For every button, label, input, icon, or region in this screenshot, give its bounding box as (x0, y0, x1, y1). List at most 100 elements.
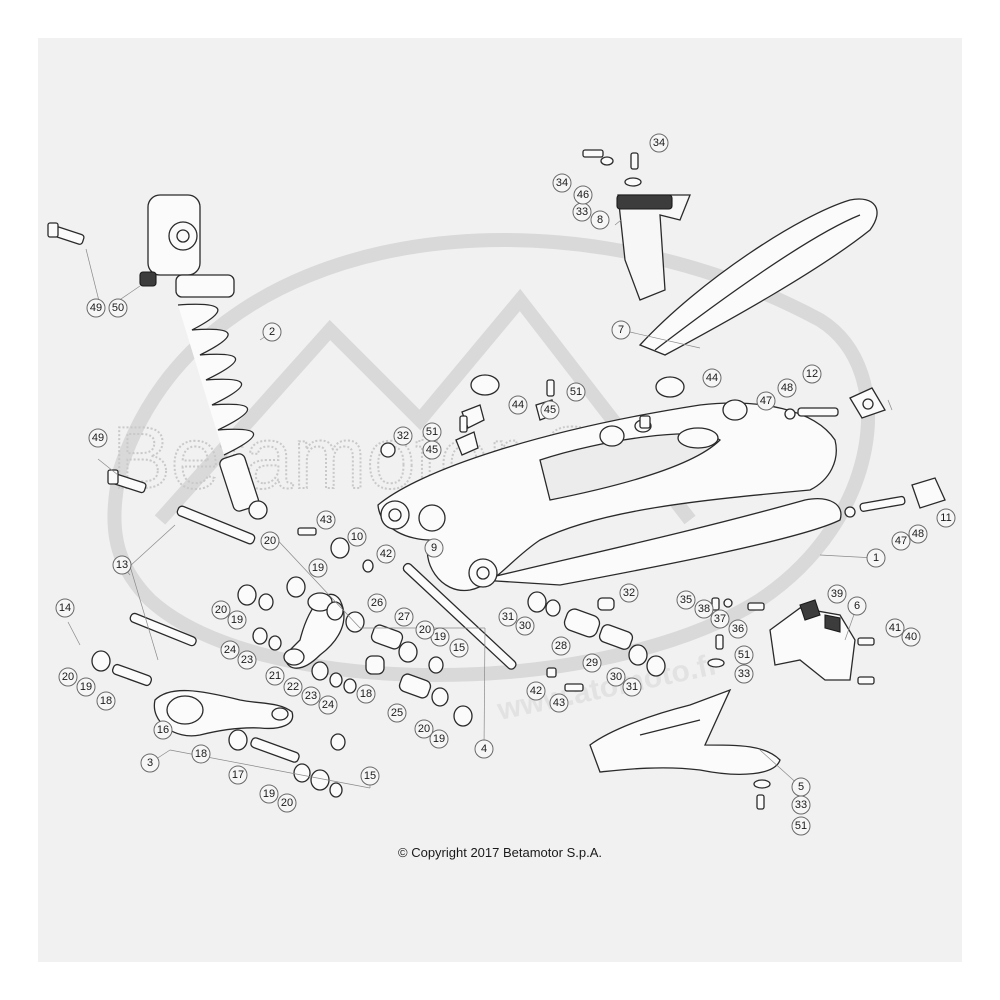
spindles (129, 505, 517, 670)
svg-text:46: 46 (577, 189, 589, 201)
svg-text:19: 19 (312, 562, 324, 574)
watermark-mountain (154, 288, 696, 525)
shock-absorber (139, 194, 268, 520)
callout-2: 2 (262, 322, 282, 342)
callout-8: 8 (590, 210, 610, 230)
callout-14: 14 (55, 598, 75, 618)
callout-51-c: 51 (734, 645, 754, 665)
svg-text:14: 14 (59, 602, 71, 614)
svg-text:30: 30 (610, 671, 622, 683)
callout-39: 39 (827, 584, 847, 604)
svg-text:24: 24 (322, 699, 334, 711)
svg-text:29: 29 (586, 657, 598, 669)
callout-35: 35 (676, 590, 696, 610)
callout-17: 17 (228, 765, 248, 785)
callout-9: 9 (424, 538, 444, 558)
callout-4: 4 (474, 739, 494, 759)
copyright-notice: © Copyright 2017 Betamotor S.p.A. (398, 845, 602, 860)
guide-fasteners (707, 597, 875, 810)
svg-text:35: 35 (680, 594, 692, 606)
callout-24-a: 24 (220, 640, 240, 660)
svg-text:7: 7 (618, 324, 624, 336)
svg-text:19: 19 (263, 788, 275, 800)
svg-text:49: 49 (92, 432, 104, 444)
svg-text:23: 23 (305, 690, 317, 702)
callout-7: 7 (611, 320, 631, 340)
callout-47-a: 47 (756, 391, 776, 411)
callout-28: 28 (551, 636, 571, 656)
svg-text:37: 37 (714, 613, 726, 625)
svg-text:45: 45 (426, 444, 438, 456)
callout-45-a: 45 (540, 400, 560, 420)
svg-text:44: 44 (512, 399, 524, 411)
callout-19-f: 19 (429, 729, 449, 749)
svg-text:20: 20 (264, 535, 276, 547)
svg-text:17: 17 (232, 769, 244, 781)
svg-text:49: 49 (90, 302, 102, 314)
callout-31-a: 31 (498, 607, 518, 627)
callout-27: 27 (394, 607, 414, 627)
svg-text:18: 18 (195, 748, 207, 760)
svg-text:34: 34 (556, 177, 568, 189)
svg-text:51: 51 (738, 649, 750, 661)
svg-text:47: 47 (895, 535, 907, 547)
callout-21: 21 (265, 666, 285, 686)
svg-text:19: 19 (433, 733, 445, 745)
svg-text:44: 44 (706, 372, 718, 384)
svg-text:30: 30 (519, 620, 531, 632)
callout-40: 40 (901, 627, 921, 647)
svg-text:50: 50 (112, 302, 124, 314)
callout-42-b: 42 (526, 681, 546, 701)
svg-text:24: 24 (224, 644, 236, 656)
linkage-connecting-rod (153, 689, 294, 737)
svg-text:4: 4 (481, 743, 487, 755)
svg-text:20: 20 (419, 624, 431, 636)
callout-20-d: 20 (58, 667, 78, 687)
svg-text:42: 42 (380, 548, 392, 560)
callout-36: 36 (728, 619, 748, 639)
callout-6: 6 (847, 596, 867, 616)
callout-43-b: 43 (549, 693, 569, 713)
callout-19-d: 19 (76, 677, 96, 697)
svg-text:33: 33 (576, 206, 588, 218)
chain-slider (589, 688, 781, 775)
svg-text:32: 32 (623, 587, 635, 599)
svg-text:42: 42 (530, 685, 542, 697)
callout-23-a: 23 (237, 650, 257, 670)
callout-49-a: 49 (86, 298, 106, 318)
svg-text:41: 41 (889, 622, 901, 634)
callout-34-a: 34 (552, 173, 572, 193)
callout-42-a: 42 (376, 544, 396, 564)
svg-text:43: 43 (553, 697, 565, 709)
callout-47-b: 47 (891, 531, 911, 551)
callout-25: 25 (387, 703, 407, 723)
svg-text:20: 20 (62, 671, 74, 683)
callout-51-d: 51 (791, 816, 811, 836)
callout-44-b: 44 (702, 368, 722, 388)
svg-text:2: 2 (269, 326, 275, 338)
svg-text:31: 31 (502, 611, 514, 623)
callout-30-b: 30 (606, 667, 626, 687)
svg-text:39: 39 (831, 588, 843, 600)
callout-22: 22 (283, 677, 303, 697)
callout-32-b: 32 (619, 583, 639, 603)
callout-29: 29 (582, 653, 602, 673)
watermark-swoosh (107, 233, 875, 682)
callout-19-a: 19 (227, 610, 247, 630)
svg-text:6: 6 (854, 600, 860, 612)
small-fasteners-top (582, 149, 642, 187)
callout-19-b: 19 (308, 558, 328, 578)
svg-text:22: 22 (287, 681, 299, 693)
callout-44-a: 44 (508, 395, 528, 415)
callout-32-a: 32 (393, 426, 413, 446)
bolt-49-mid (107, 469, 147, 494)
svg-text:15: 15 (364, 770, 376, 782)
svg-text:18: 18 (100, 695, 112, 707)
svg-text:27: 27 (398, 611, 410, 623)
callout-30-a: 30 (515, 616, 535, 636)
callout-15-lower: 15 (360, 766, 380, 786)
svg-text:18: 18 (360, 688, 372, 700)
chain-guide (769, 599, 856, 681)
callout-48-a: 48 (777, 378, 797, 398)
